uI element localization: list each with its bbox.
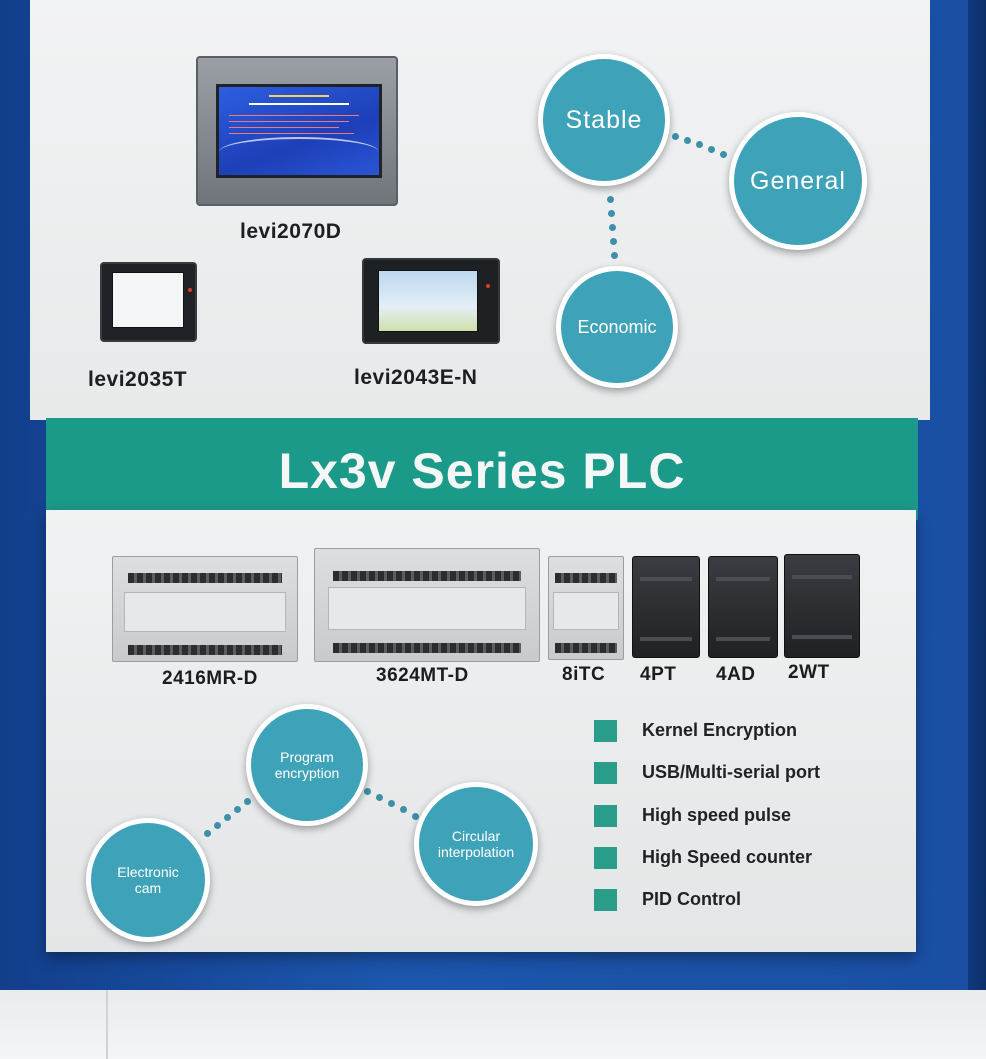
terminal-block [127,645,283,655]
feature-circle-economic: Economic [556,266,678,388]
terminal-block [332,643,522,653]
feature-text: High Speed counter [642,847,813,867]
floor-seam [106,990,108,1059]
hmi-screen [216,84,382,178]
wall-edge [968,0,986,1059]
hmi-model-label: levi2035T [88,368,188,391]
feature-circle-label: Stable [565,105,643,134]
function-circle-program-encryption: Program encryption [246,704,368,826]
plc-model-label: 2WT [788,662,830,683]
hmi-model-label: levi2070D [240,220,342,243]
feature-text: PID Control [642,889,741,909]
ext-module-4pt [632,556,700,658]
terminal-block [554,643,618,653]
screen-text-line [269,95,329,97]
module-face [328,587,526,630]
plc-model-label: 3624MT-D [376,665,469,686]
banner-title: Lx3v Series PLC [278,443,686,499]
status-led [188,288,192,292]
function-circle-electronic-cam: Electronic cam [86,818,210,942]
plc-module-2416mr-d [112,556,298,662]
ext-module-4ad [708,556,778,658]
screen-text-line [229,127,339,128]
hmi-levi2043e-n-image [362,258,500,344]
feature-text: USB/Multi-serial port [642,762,821,782]
plc-model-label: 8iTC [562,664,606,685]
terminal-block [332,571,522,581]
floor [0,990,986,1059]
function-circle-label: Electronic cam [117,864,179,896]
feature-text: High speed pulse [642,805,792,825]
hmi-levi2070d-image [196,56,398,206]
plc-model-label: 4AD [716,664,756,685]
terminal-block [127,573,283,583]
screen-wave [219,137,379,167]
plc-module-3624mt-d [314,548,540,662]
feature-circle-stable: Stable [538,54,670,186]
hmi-levi2035t-image [100,262,197,342]
plc-model-label: 2416MR-D [162,668,258,689]
function-circle-label: Program encryption [274,749,340,781]
bullet-square [594,889,617,911]
terminal-block [554,573,618,583]
hmi-model-label: levi2043E-N [354,366,478,389]
screen-text-line [249,103,349,105]
hmi-screen [112,272,184,328]
bullet-square [594,847,617,869]
bullet-square [594,720,617,742]
feature-circle-label: Economic [577,316,657,337]
feature-text: Kernel Encryption [642,720,798,740]
plc-module-8itc [548,556,624,660]
screen-text-line [229,133,354,134]
screen-text-line [229,121,349,122]
hmi-screen [378,270,478,332]
feature-circle-label: General [750,166,846,195]
plc-model-label: 4PT [640,664,677,685]
bullet-square [594,762,617,784]
module-face [553,591,619,631]
bullet-square [594,805,617,827]
status-led [486,284,490,288]
ext-module-2wt [784,554,860,658]
screen-text-line [229,115,359,116]
module-face [124,592,286,632]
feature-circle-general: General [729,112,867,250]
function-circle-circular-interpolation: Circular interpolation [414,782,538,906]
function-circle-label: Circular interpolation [437,828,515,860]
series-banner: Lx3v Series PLC [46,418,918,520]
